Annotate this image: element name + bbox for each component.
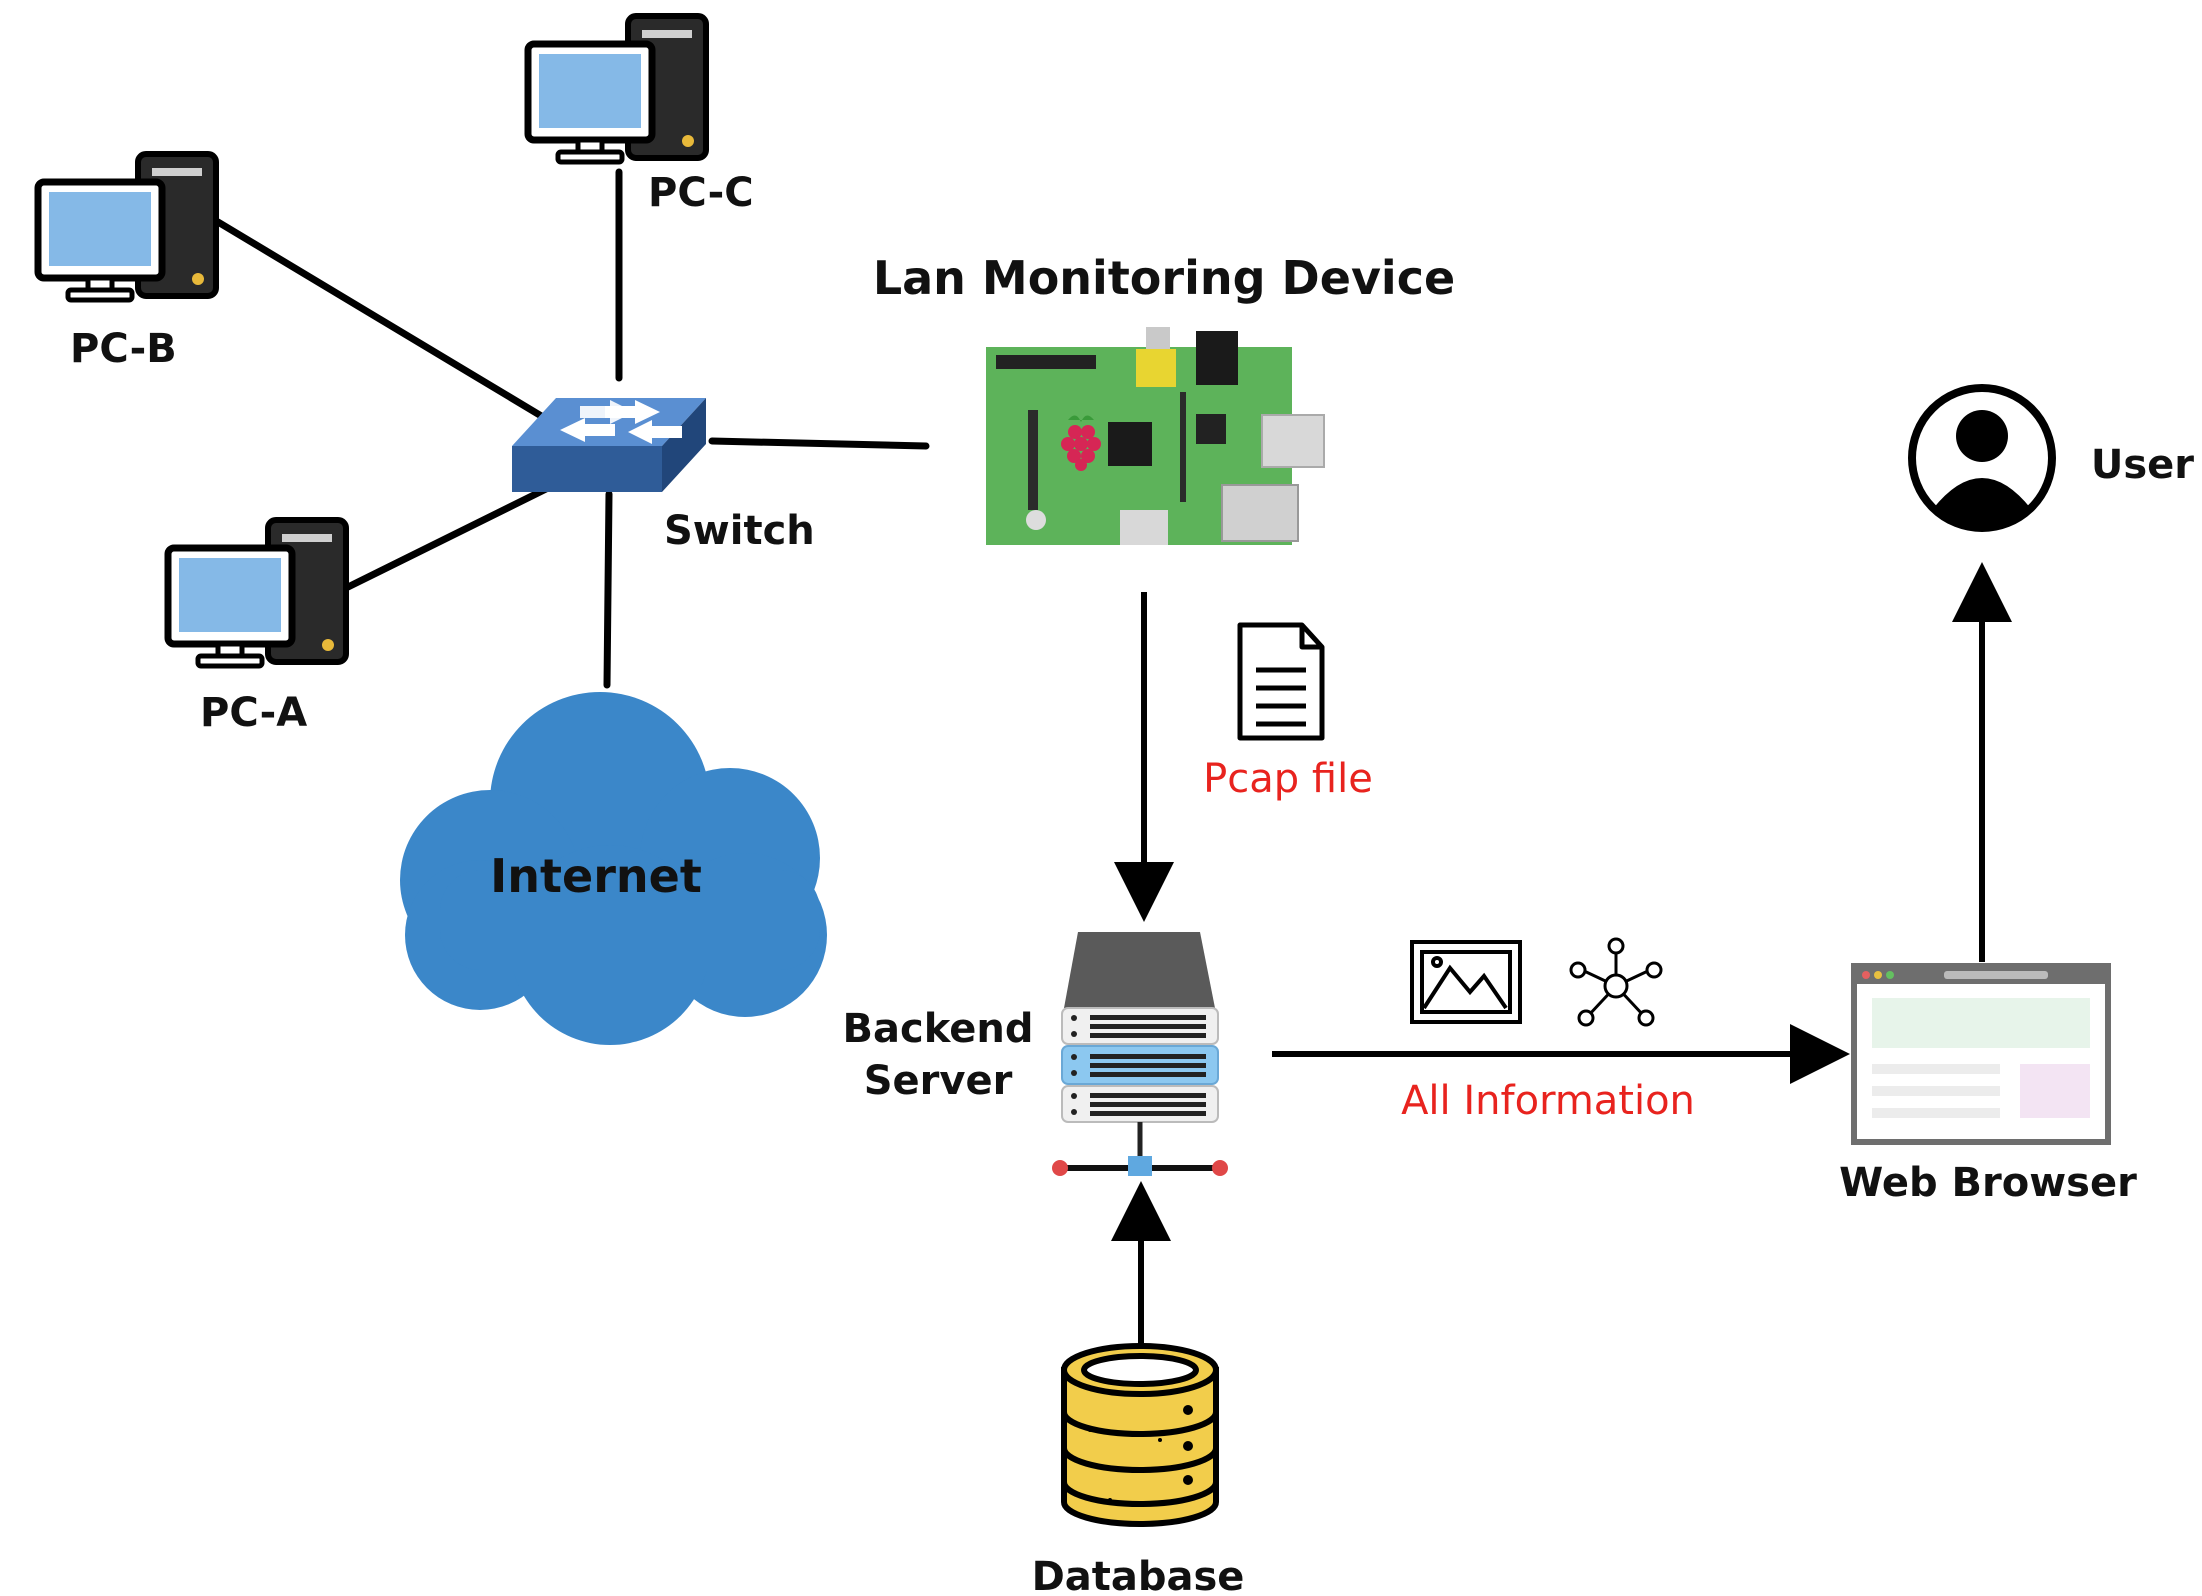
network-switch-icon <box>512 398 706 492</box>
pc-c-label: PC-C <box>648 170 754 216</box>
connections <box>214 168 930 689</box>
browser-window-icon <box>1851 963 2111 1145</box>
server-rack-icon <box>1052 932 1228 1176</box>
user-label: User <box>2091 442 2194 488</box>
link-pcb-switch <box>214 218 552 424</box>
link-pca-switch <box>344 484 552 591</box>
link-switch-internet <box>603 490 613 689</box>
pcap-file-label: Pcap file <box>1203 756 1373 802</box>
all-information-label: All Information <box>1401 1078 1695 1124</box>
arrows <box>1111 562 2012 1350</box>
pc-a-label: PC-A <box>200 690 307 736</box>
backend-server-label-line1: Backend <box>843 1006 1034 1052</box>
user-avatar-icon <box>1908 384 2056 532</box>
lan-device-label: Lan Monitoring Device <box>873 251 1455 305</box>
database-label: Database <box>1032 1554 1245 1596</box>
database-icon <box>1061 1343 1219 1527</box>
image-icon <box>1410 940 1522 1024</box>
backend-server-label-line2: Server <box>864 1058 1013 1104</box>
cloud-icon <box>400 692 827 1045</box>
document-file-icon <box>1237 622 1325 741</box>
network-graph-icon <box>1569 937 1663 1027</box>
web-browser-label: Web Browser <box>1839 1160 2137 1206</box>
pc-a-computer-icon <box>168 520 346 666</box>
switch-label: Switch <box>664 508 815 554</box>
pc-b-computer-icon <box>38 154 216 300</box>
pc-c-computer-icon <box>528 16 706 162</box>
raspberry-pi-board-icon <box>986 327 1325 545</box>
link-switch-device <box>708 437 930 450</box>
internet-label: Internet <box>490 849 702 903</box>
pc-b-label: PC-B <box>70 326 177 372</box>
